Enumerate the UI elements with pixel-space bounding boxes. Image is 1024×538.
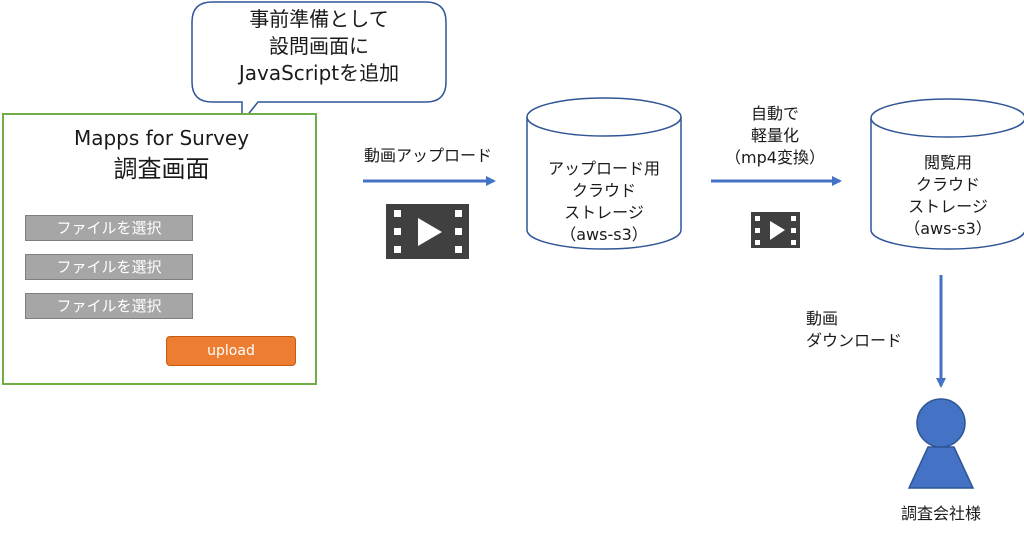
upload-arrow-label: 動画アップロード: [363, 146, 492, 165]
file-select-button[interactable]: ファイルを選択: [25, 293, 193, 319]
upload-storage-label: アップロード用 クラウド ストレージ （aws-s3）: [527, 158, 681, 246]
video-file-icon: [751, 212, 800, 248]
panel-subtitle: 調査画面: [113, 155, 210, 183]
upload-button[interactable]: upload: [166, 336, 296, 366]
file-select-button[interactable]: ファイルを選択: [25, 215, 193, 241]
user-label: 調査会社様: [900, 504, 981, 523]
upload-storage-line: クラウド: [571, 181, 636, 200]
upload-storage-line: （aws-s3）: [560, 225, 648, 244]
bubble-line: 事前準備として: [249, 7, 389, 31]
upload-storage-cylinder: [526, 97, 682, 250]
view-storage-line: （aws-s3）: [904, 219, 992, 238]
download-line: 動画: [806, 309, 839, 328]
bubble-text: 事前準備として 設問画面に JavaScriptを追加: [192, 6, 446, 87]
convert-line: 軽量化: [750, 126, 799, 145]
convert-line: 自動で: [750, 104, 799, 123]
download-arrow-label: 動画 ダウンロード: [806, 308, 926, 352]
convert-line: （mp4変換）: [725, 148, 825, 167]
bubble-line: JavaScriptを追加: [238, 61, 400, 85]
upload-storage-line: ストレージ: [564, 203, 644, 222]
convert-arrow-label: 自動で 軽量化 （mp4変換）: [710, 103, 840, 169]
download-line: ダウンロード: [806, 331, 903, 350]
upload-storage-line: アップロード用: [547, 159, 660, 178]
person-icon: [907, 398, 975, 489]
view-storage-cylinder: [870, 98, 1024, 250]
view-storage-label: 閲覧用 クラウド ストレージ （aws-s3）: [871, 152, 1024, 240]
view-storage-line: 閲覧用: [923, 153, 972, 172]
video-file-icon: [386, 204, 469, 259]
file-select-button[interactable]: ファイルを選択: [25, 254, 193, 280]
panel-title: Mapps for Survey: [73, 126, 250, 150]
view-storage-line: ストレージ: [908, 197, 988, 216]
bubble-line: 設問画面に: [269, 34, 369, 58]
view-storage-line: クラウド: [915, 175, 980, 194]
speech-bubble: [191, 1, 447, 125]
